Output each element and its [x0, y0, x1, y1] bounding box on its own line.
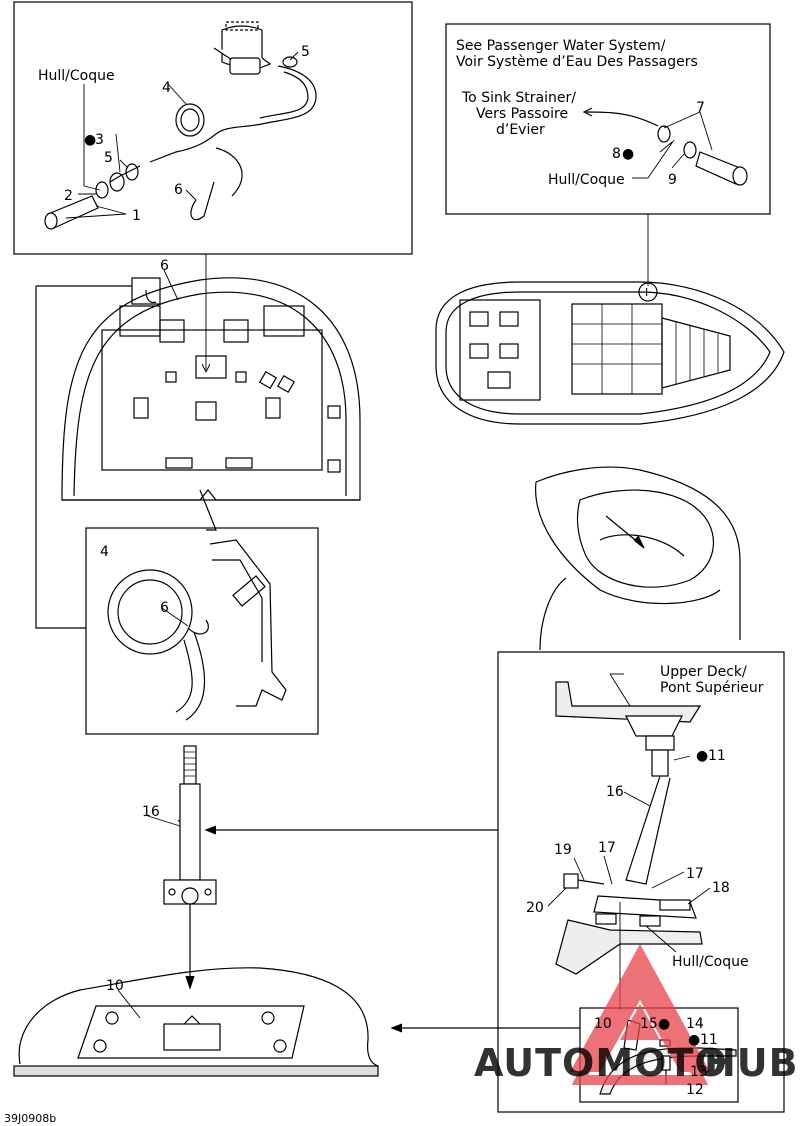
callout-15: 15 [640, 1016, 658, 1032]
label-hull-coque-left: Hull/Coque [38, 68, 115, 84]
label-hull-coque-bottom: Hull/Coque [672, 954, 749, 970]
bilge-pump-illustration [213, 21, 272, 75]
panel-passenger-water [445, 23, 771, 215]
panel-hose-coil [85, 527, 319, 735]
callout-17-b: 17 [686, 866, 704, 882]
callout-16-left: 16 [142, 804, 160, 820]
callout-8: 8 [612, 146, 621, 162]
hose-coil-illustration [107, 539, 287, 721]
callout-6-coil: 6 [160, 600, 169, 616]
callout-18: 18 [712, 880, 730, 896]
callout-12: 12 [686, 1082, 704, 1098]
callout-10-detail: 10 [594, 1016, 612, 1032]
watermark-automoto: AUTOMOTO [474, 1041, 728, 1085]
hull-floor-plate [13, 967, 379, 1077]
callout-11-top: 11 [708, 748, 726, 764]
upper-deck-illustration [555, 681, 703, 1010]
callout-5-pump: 5 [301, 44, 310, 60]
callout-19: 19 [554, 842, 572, 858]
detail-marker-i: I [645, 286, 648, 299]
callout-4-top: 4 [162, 80, 171, 96]
callout-9: 9 [668, 172, 677, 188]
drain-hose [109, 65, 317, 183]
callout-17-a: 17 [598, 840, 616, 856]
label-sink-1: To Sink Strainer/ [461, 90, 576, 106]
panel-upper-deck-support [497, 651, 785, 1113]
callout-10-left: 10 [106, 978, 124, 994]
drop-icon-11: ● [696, 748, 708, 764]
tie-strap [190, 181, 215, 221]
label-upper-deck-fr: Pont Supérieur [660, 680, 764, 696]
watermark-hub: HUB [704, 1041, 799, 1085]
drop-icon-3: ● [84, 132, 96, 148]
callout-3: 3 [95, 132, 104, 148]
label-sink-2: Vers Passoire [476, 106, 568, 122]
callout-13: 13 [690, 1064, 708, 1080]
label-see-passenger-fr: Voir Système d’Eau Des Passagers [456, 54, 698, 70]
callout-4-coil: 4 [100, 544, 109, 560]
label-see-passenger-en: See Passenger Water System/ [456, 38, 666, 54]
connector-arrows [185, 825, 580, 1033]
label-hull-coque-right: Hull/Coque [548, 172, 625, 188]
callout-11-detail: 11 [700, 1032, 718, 1048]
callout-14: 14 [686, 1016, 704, 1032]
passenger-fitting-parts [582, 107, 748, 186]
hull-top-view [435, 281, 785, 425]
callout-6-top: 6 [174, 182, 183, 198]
panel-bilge-pump [13, 1, 413, 255]
label-sink-3: d’Evier [496, 122, 545, 138]
callout-6-hull: 6 [160, 258, 169, 274]
callout-20: 20 [526, 900, 544, 916]
callout-2: 2 [64, 188, 73, 204]
labels-layer: Hull/Coque 4 5 ● 3 5 6 2 1 See Passenger… [4, 38, 764, 1125]
cockpit-view [535, 466, 741, 651]
label-upper-deck-en: Upper Deck/ [660, 664, 747, 680]
callout-16-right: 16 [606, 784, 624, 800]
drop-icon-15: ● [658, 1016, 670, 1032]
drop-icon-8: ● [622, 146, 634, 162]
callout-1: 1 [132, 208, 141, 224]
support-tube [147, 745, 217, 905]
hull-fitting-parts [44, 56, 298, 230]
figure-code: 39J0908b [4, 1112, 56, 1125]
watermark-logo [570, 944, 710, 1085]
hull-interior-view [35, 254, 361, 629]
callout-7: 7 [696, 100, 705, 116]
watermark-text: AUTOMOTO HUB [474, 1041, 799, 1085]
drop-icon-11-detail: ● [688, 1032, 700, 1048]
callout-5-fitting: 5 [104, 150, 113, 166]
